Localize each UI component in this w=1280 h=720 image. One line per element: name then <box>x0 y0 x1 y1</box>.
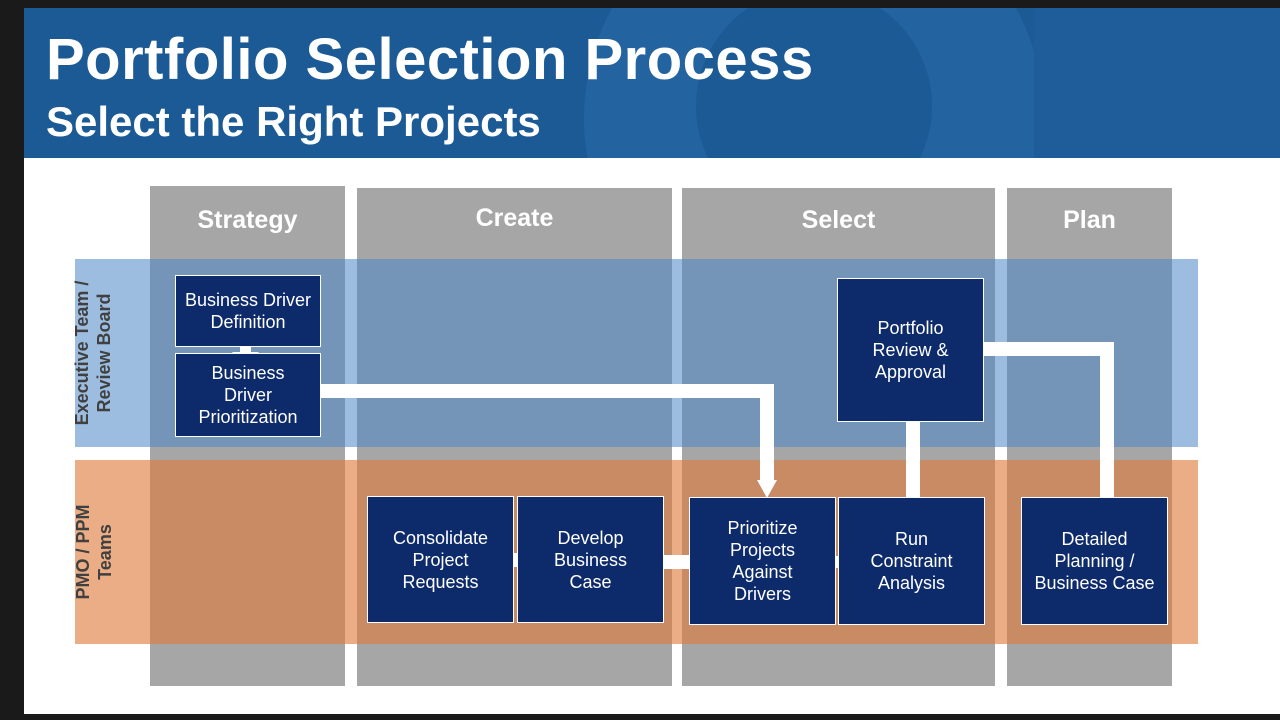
step-label: Run Constraint Analysis <box>870 529 953 593</box>
step-label: Business Driver Definition <box>184 290 312 332</box>
slide-subtitle: Select the Right Projects <box>46 98 541 145</box>
column-title-strategy: Strategy <box>197 206 298 234</box>
step-label: Portfolio Review & Approval <box>872 318 949 382</box>
step-prioritize-projects: Prioritize Projects Against Drivers <box>689 497 836 625</box>
step-label: Business Driver Prioritization <box>198 363 298 427</box>
arrow-constraint-to-review <box>906 416 920 498</box>
arrow-definition-to-prioritization <box>240 345 251 353</box>
step-business-driver-prioritization: Business Driver Prioritization <box>175 353 321 437</box>
step-label: Consolidate Project Requests <box>392 527 489 592</box>
step-detailed-planning: Detailed Planning / Business Case <box>1021 497 1168 625</box>
slide-title: Portfolio Selection Process <box>46 27 814 92</box>
arrow-review-to-planning <box>984 342 1114 504</box>
column-title-create: Create <box>475 204 554 232</box>
step-label: Detailed Planning / Business Case <box>1034 529 1155 593</box>
step-run-constraint-analysis: Run Constraint Analysis <box>838 497 985 625</box>
column-title-plan: Plan <box>1063 206 1116 234</box>
step-develop-business-case: Develop Business Case <box>517 496 664 623</box>
arrow-drivers-to-prioritize-head <box>757 480 777 498</box>
header-decoration <box>696 8 932 158</box>
column-title-select: Select <box>801 206 876 234</box>
step-business-driver-definition: Business Driver Definition <box>175 275 321 347</box>
header-banner: Portfolio Selection Process Select the R… <box>24 8 1280 158</box>
header-decoration <box>1034 8 1280 158</box>
arrow-drivers-to-prioritize <box>320 384 774 480</box>
step-label: Prioritize Projects Against Drivers <box>727 518 798 604</box>
slide: Portfolio Selection Process Select the R… <box>24 8 1280 714</box>
step-label: Develop Business Case <box>553 527 628 592</box>
step-consolidate-project-requests: Consolidate Project Requests <box>367 496 514 623</box>
step-portfolio-review-approval: Portfolio Review & Approval <box>837 278 984 422</box>
arrow-develop-to-prioritize <box>663 555 693 569</box>
